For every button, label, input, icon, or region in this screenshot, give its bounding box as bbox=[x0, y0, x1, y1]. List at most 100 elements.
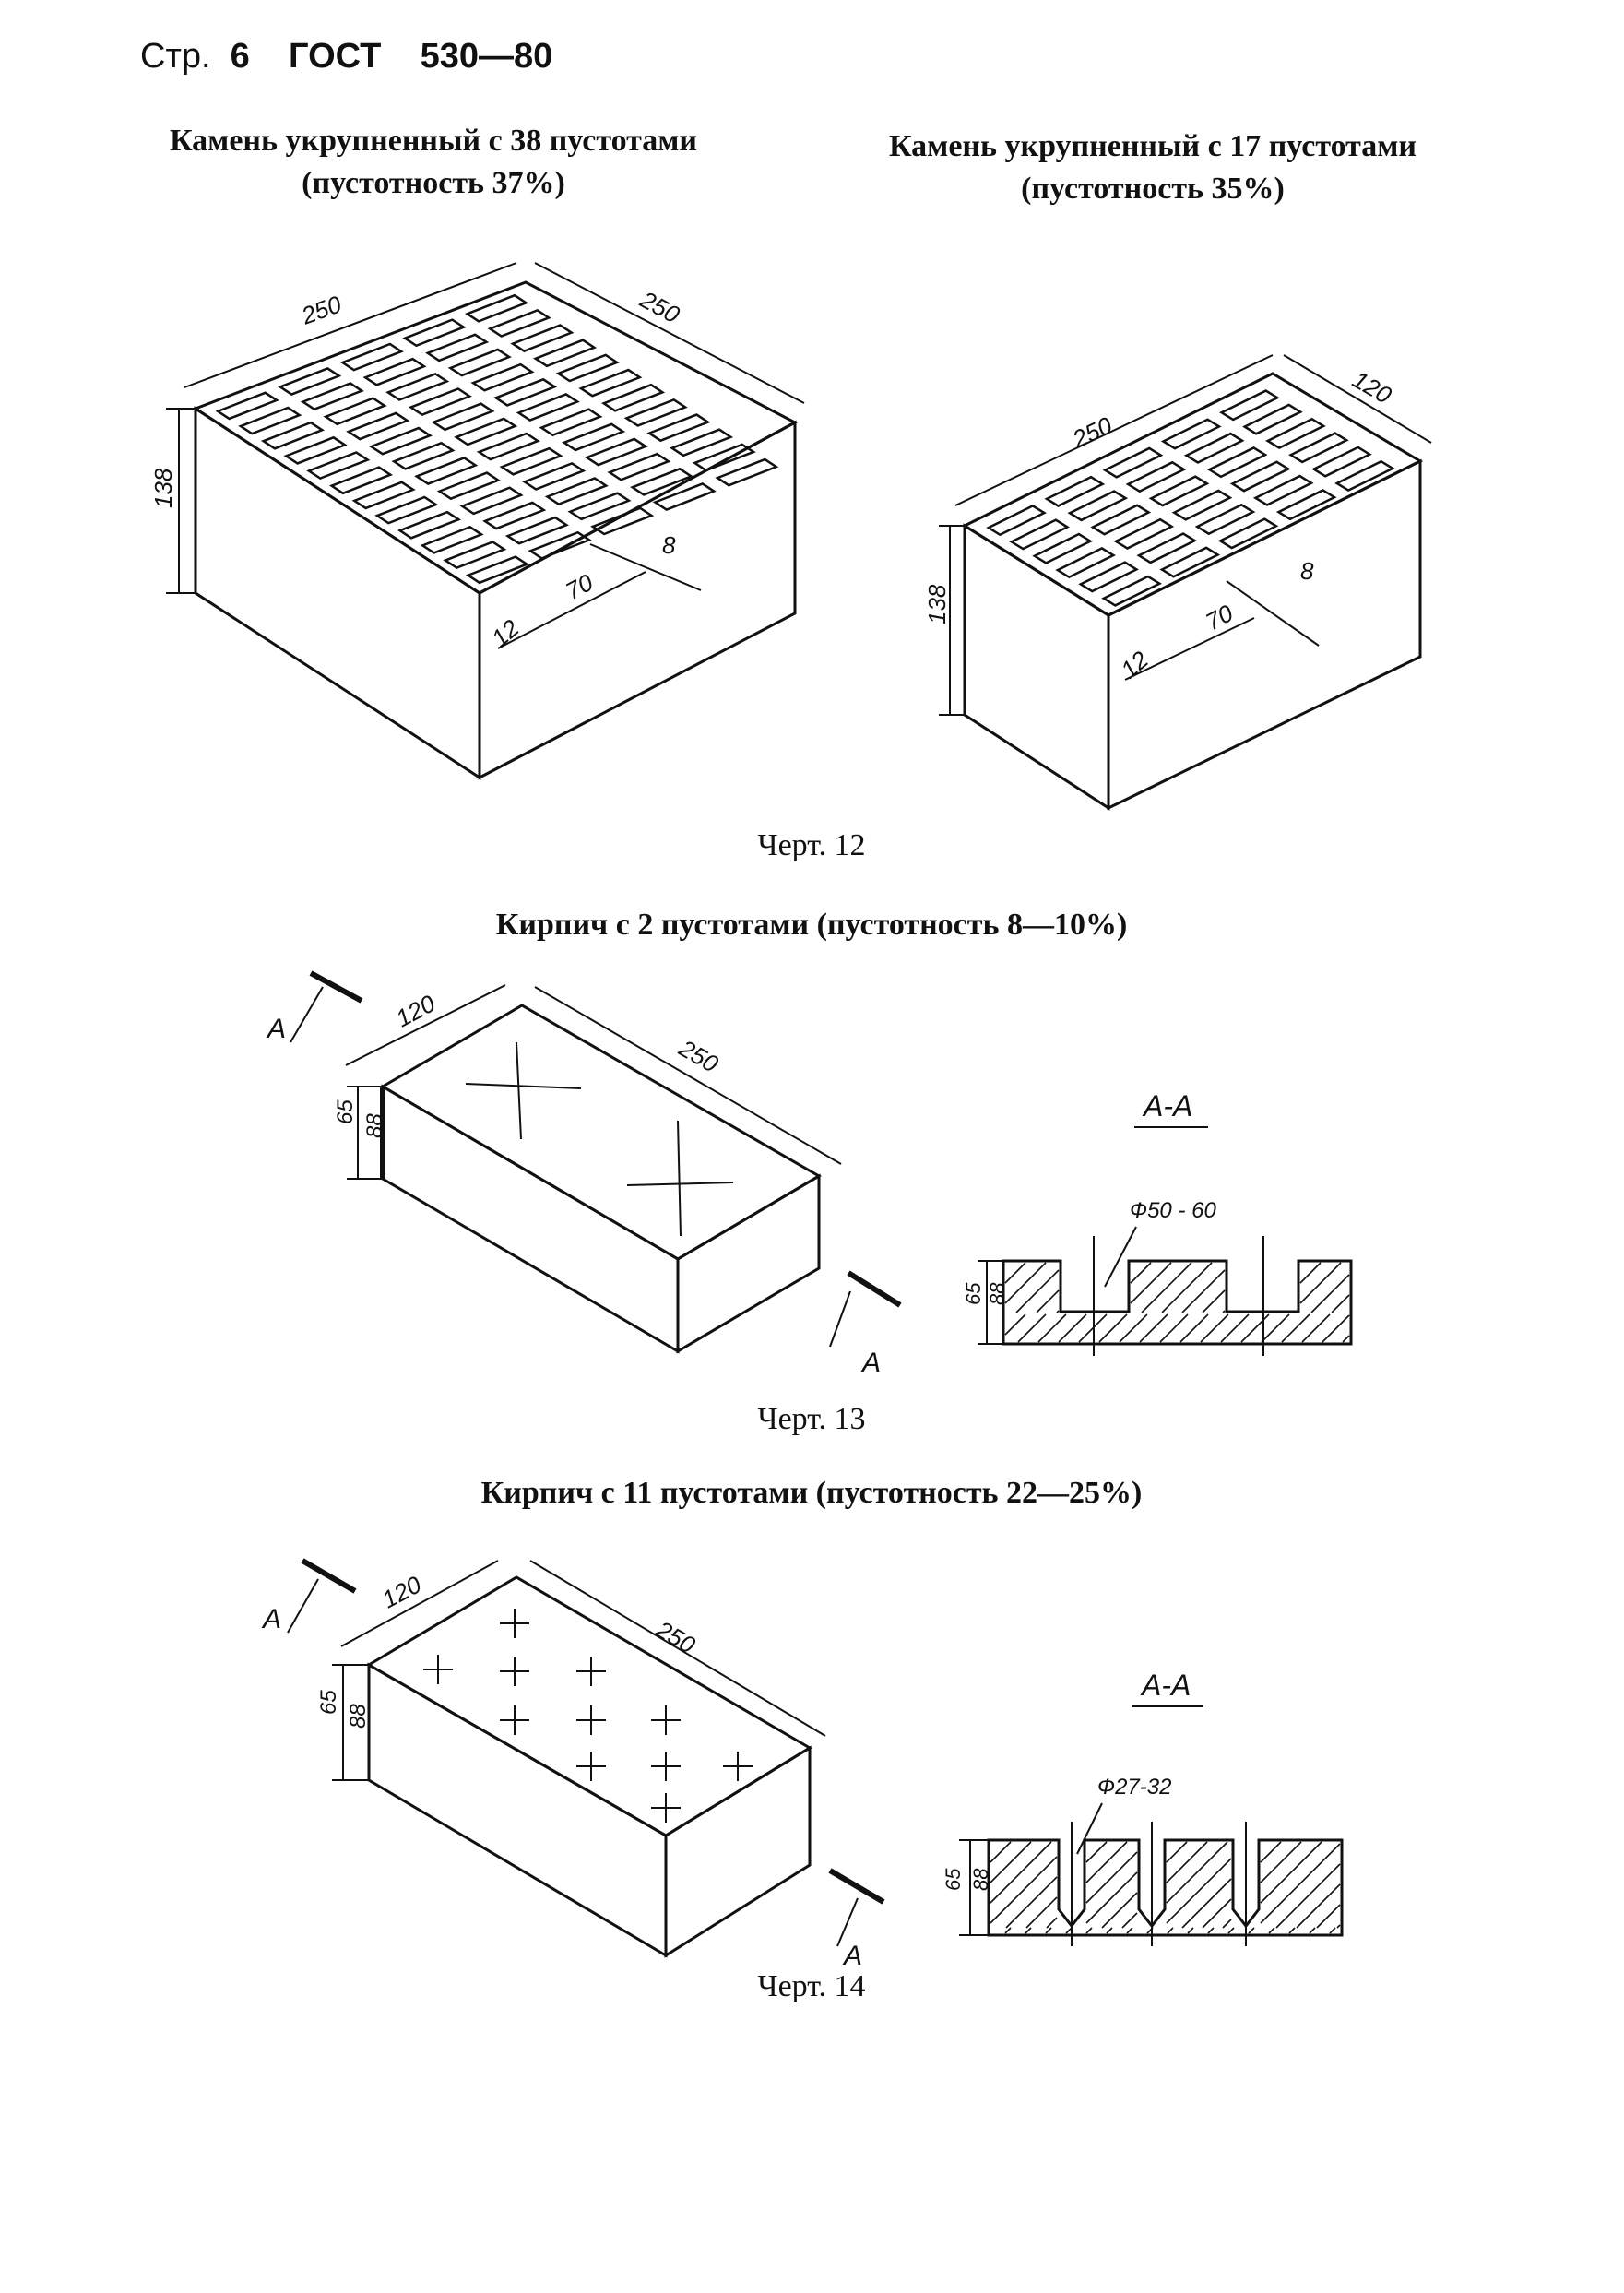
fig12-right-void bbox=[1194, 503, 1256, 536]
fig12-caption: Черт. 12 bbox=[757, 828, 866, 862]
fig14-hatch-line bbox=[990, 1856, 1058, 1924]
fig12-left-void bbox=[464, 293, 529, 323]
fig13-hatch-line bbox=[1301, 1313, 1331, 1343]
fig12-left-void bbox=[630, 467, 694, 496]
fig14-hatch-line bbox=[1260, 1841, 1282, 1863]
fig14-hatch-line bbox=[1166, 1841, 1188, 1863]
fig12-left-void bbox=[346, 411, 410, 441]
fig12-right-void bbox=[1090, 504, 1152, 536]
fig12-right-void bbox=[1334, 459, 1395, 493]
fig13-section-body bbox=[1002, 1259, 1353, 1346]
fig13-hatch-line bbox=[1202, 1289, 1226, 1313]
fig14-hatch-line bbox=[990, 1841, 1052, 1904]
fig12-left-void bbox=[646, 413, 711, 443]
fig13-hatch-line bbox=[1261, 1313, 1290, 1343]
fig13-hatch-line bbox=[1098, 1313, 1128, 1343]
fig12-left-void bbox=[504, 516, 569, 545]
fig13-height-a-label: 65 bbox=[333, 1099, 358, 1124]
fig14-section-body bbox=[987, 1838, 1344, 1937]
fig13-hatch-line bbox=[1299, 1262, 1342, 1304]
fig12-right-void bbox=[1148, 475, 1210, 507]
fig12-left-void bbox=[607, 452, 671, 481]
fig12-right-void bbox=[1171, 489, 1233, 521]
fig12-left-void bbox=[300, 382, 364, 411]
fig14-hatch-line bbox=[1085, 1841, 1128, 1883]
fig14-hatch-line bbox=[1336, 1924, 1341, 1929]
fig13-hatch-line bbox=[1281, 1313, 1310, 1343]
fig12-right-void bbox=[1044, 475, 1106, 507]
fig12-right-void bbox=[1159, 546, 1221, 578]
fig13-hatch-line bbox=[1130, 1262, 1172, 1304]
fig12-left-void bbox=[454, 417, 518, 446]
fig14-hatch-line bbox=[1260, 1843, 1341, 1924]
fig12-left-void bbox=[459, 486, 524, 516]
fig14-hatch-line bbox=[1085, 1851, 1138, 1904]
fig13-hatch-line bbox=[1220, 1313, 1250, 1343]
fig14-hatch-line bbox=[1309, 1927, 1316, 1934]
fig12-left-void bbox=[584, 437, 648, 467]
fig12-left-void bbox=[715, 457, 779, 487]
fig13-hatch-line bbox=[1181, 1269, 1226, 1313]
fig14-hatch-line bbox=[1268, 1927, 1275, 1934]
fig13-hatch-line bbox=[1200, 1313, 1229, 1343]
page-number: 6 bbox=[230, 37, 250, 76]
fig12-left-void bbox=[436, 471, 501, 501]
fig14-top-face bbox=[366, 1575, 812, 1837]
fig12-left-void bbox=[238, 406, 302, 435]
fig13-hatch-line bbox=[1004, 1262, 1047, 1304]
fig14-hatch-line bbox=[1005, 1876, 1058, 1929]
fig12-left-void bbox=[528, 530, 592, 560]
fig12-left-void bbox=[443, 541, 507, 570]
fig14-hatch-line bbox=[1004, 1927, 1012, 1934]
fig14-hatch-line bbox=[1275, 1863, 1341, 1929]
fig13-hatch-line bbox=[1004, 1313, 1026, 1336]
fig12-right-void bbox=[1275, 489, 1337, 521]
fig12-right-void bbox=[1067, 490, 1129, 522]
fig12-left-void bbox=[493, 377, 558, 407]
fig13-hole-label: Ф50 - 60 bbox=[1130, 1198, 1216, 1223]
fig14-hatch-line bbox=[990, 1841, 1012, 1863]
fig14-hatch-line bbox=[1085, 1871, 1138, 1924]
fig13-caption: Черт. 13 bbox=[757, 1402, 866, 1436]
fig12-left-void bbox=[510, 324, 575, 353]
fig12-right-void bbox=[1217, 517, 1279, 550]
fig13-section-marker-top: А bbox=[266, 1014, 286, 1044]
fig12-right-void bbox=[1252, 474, 1314, 506]
fig12-left-void bbox=[487, 308, 551, 338]
fig14-hatch-line bbox=[1316, 1904, 1341, 1929]
fig12-right-void bbox=[1219, 389, 1280, 422]
fig12-left-void bbox=[516, 393, 580, 422]
fig13-section-hatch bbox=[1004, 1262, 1350, 1343]
fig12-right-void bbox=[1229, 460, 1291, 493]
fig12-right-title-line2: (пустотность 35%) bbox=[1021, 172, 1285, 206]
fig12-left-void bbox=[385, 372, 450, 401]
fig13-hatch-line bbox=[1299, 1262, 1322, 1284]
fig14-section-marker-bottom: А bbox=[842, 1941, 862, 1971]
fig14-hatch-line bbox=[1085, 1841, 1108, 1863]
fig12-left-void bbox=[623, 398, 688, 427]
fig12-right-void bbox=[1136, 532, 1198, 564]
fig14-hatch-line bbox=[1167, 1927, 1174, 1934]
fig12-left-void bbox=[283, 435, 348, 465]
fig14-hatch-line bbox=[1296, 1883, 1341, 1929]
fig12-right-void bbox=[1288, 432, 1349, 464]
fig12-left-title-line1: Камень укрупненный с 38 пустотами bbox=[169, 124, 698, 158]
fig12-left-void bbox=[578, 368, 643, 398]
fig12-left-void bbox=[351, 481, 416, 510]
fig14-section-height-b-label: 88 bbox=[969, 1868, 992, 1891]
fig14-hatch-line bbox=[1187, 1927, 1194, 1934]
fig12-left-void bbox=[590, 506, 655, 536]
fig14-height-a-label: 65 bbox=[316, 1690, 341, 1715]
fig14-length-label: 250 bbox=[651, 1615, 701, 1659]
fig12-left-void bbox=[260, 421, 326, 450]
fig12-left-void bbox=[391, 441, 456, 470]
fig12-left-void bbox=[425, 333, 490, 362]
fig12-right-void bbox=[1183, 432, 1245, 464]
fig12-left-voids-pattern bbox=[215, 293, 779, 585]
fig12-left-void bbox=[669, 428, 734, 457]
fig13-hatch-line bbox=[1037, 1313, 1067, 1343]
fig13-hatch-line bbox=[1159, 1313, 1189, 1343]
fig12-right-void bbox=[1101, 575, 1162, 607]
